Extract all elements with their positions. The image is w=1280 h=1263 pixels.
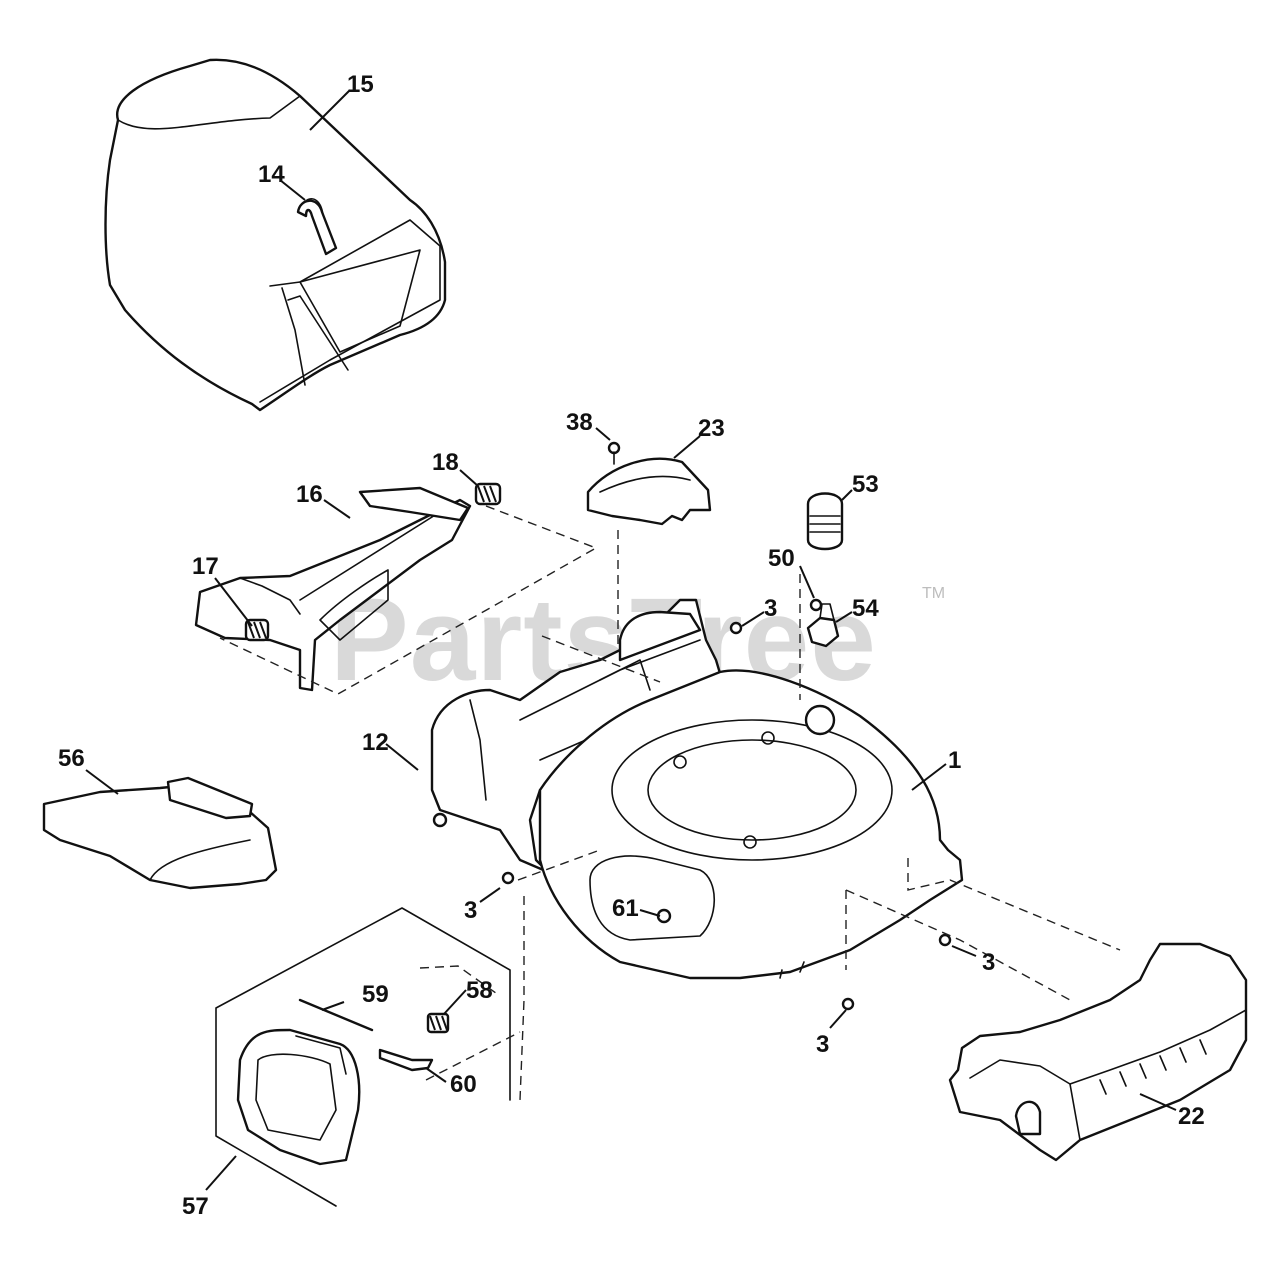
callout-17: 17 bbox=[192, 553, 219, 580]
assembly-lines bbox=[219, 505, 1121, 1101]
callout-18: 18 bbox=[432, 449, 459, 476]
callout-1: 1 bbox=[948, 747, 961, 774]
callout-54: 54 bbox=[852, 595, 879, 622]
rear-chassis-12-part bbox=[430, 598, 724, 874]
callout-15: 15 bbox=[347, 71, 374, 98]
screw-38-part bbox=[607, 441, 621, 465]
deck-1-part bbox=[538, 669, 964, 980]
leader-lines bbox=[85, 89, 1177, 1191]
callout-3-left: 3 bbox=[464, 897, 477, 924]
callout-53: 53 bbox=[852, 471, 879, 498]
front-skirt-22-part bbox=[948, 942, 1248, 1162]
callout-57: 57 bbox=[182, 1193, 209, 1220]
callout-3-top: 3 bbox=[764, 595, 777, 622]
callouts: 15 14 16 17 18 38 23 53 50 54 3 12 1 56 … bbox=[58, 71, 1205, 1220]
screw-3-parts bbox=[501, 621, 952, 1011]
callout-22: 22 bbox=[1178, 1103, 1205, 1130]
callout-14: 14 bbox=[258, 161, 285, 188]
callout-61: 61 bbox=[612, 895, 639, 922]
knob-53-part bbox=[806, 492, 844, 551]
callout-56: 56 bbox=[58, 745, 85, 772]
fitting-54-part bbox=[806, 603, 840, 648]
kit-57-box bbox=[215, 907, 521, 1207]
callout-23: 23 bbox=[698, 415, 725, 442]
callout-3-bottom: 3 bbox=[816, 1031, 829, 1058]
grass-bag-part bbox=[104, 58, 447, 412]
callout-3-right: 3 bbox=[982, 949, 995, 976]
rear-door-part bbox=[194, 486, 472, 692]
screw-50-part bbox=[809, 598, 823, 612]
callout-12: 12 bbox=[362, 729, 389, 756]
callout-16: 16 bbox=[296, 481, 323, 508]
callout-50: 50 bbox=[768, 545, 795, 572]
callout-59: 59 bbox=[362, 981, 389, 1008]
bag-handle-part bbox=[296, 199, 338, 256]
watermark-tm: TM bbox=[922, 585, 945, 602]
spring-18-part bbox=[474, 482, 502, 506]
callout-60: 60 bbox=[450, 1071, 477, 1098]
callout-58: 58 bbox=[466, 977, 493, 1004]
cover-23-part bbox=[586, 457, 712, 526]
deflector-56-part bbox=[42, 776, 278, 890]
callout-38: 38 bbox=[566, 409, 593, 436]
